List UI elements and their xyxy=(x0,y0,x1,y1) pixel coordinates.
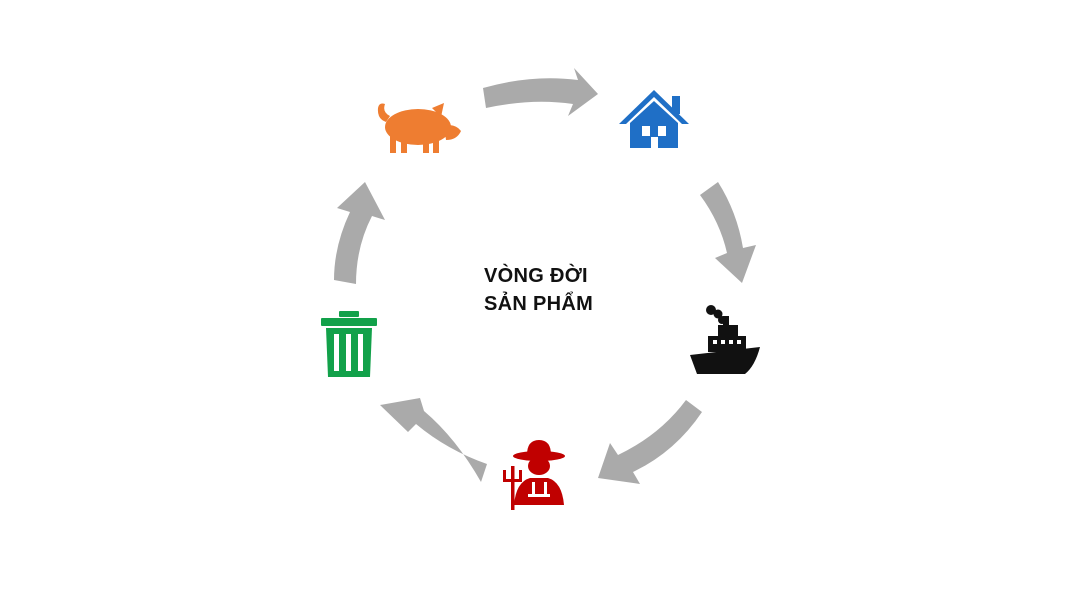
house-icon xyxy=(619,90,689,148)
ship-icon xyxy=(690,305,760,374)
arrow-farmer-to-trash xyxy=(380,398,487,482)
cycle-arrows xyxy=(334,68,756,484)
arrow-house-to-ship xyxy=(700,182,756,283)
arrow-ship-to-farmer xyxy=(598,400,702,484)
title-line-2: SẢN PHẨM xyxy=(484,293,594,315)
arrow-trash-to-pig xyxy=(334,182,385,284)
arrow-pig-to-house xyxy=(483,68,598,116)
trash-icon xyxy=(321,311,377,377)
farmer-icon xyxy=(503,440,565,510)
pig-icon xyxy=(377,103,461,153)
lifecycle-title: VÒNG ĐỜI SẢN PHẨM xyxy=(484,262,593,318)
title-line-1: VÒNG ĐỜI xyxy=(484,265,588,287)
